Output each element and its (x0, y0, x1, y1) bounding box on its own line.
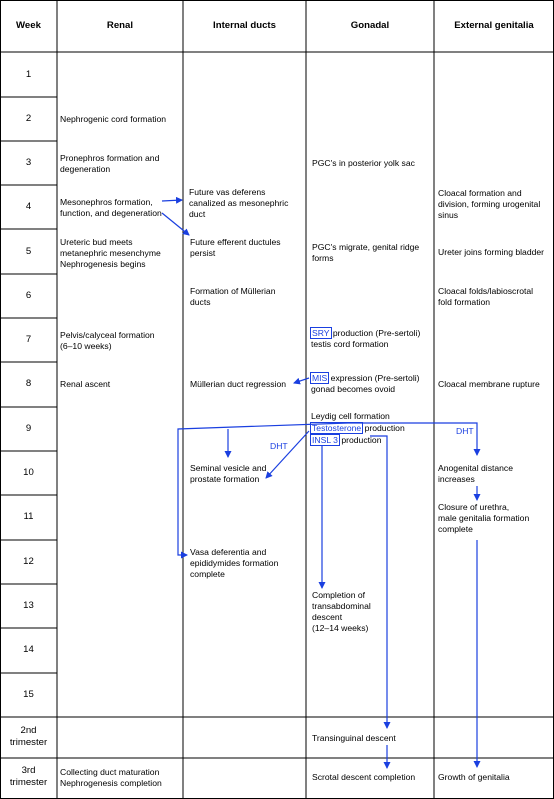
arrow-mis-to-mullerian (293, 377, 310, 385)
week-label: 11 (23, 511, 34, 522)
testosterone-box: Testosterone (309, 422, 364, 434)
internal-week4: Future vas deferens canalized as mesonep… (189, 187, 289, 219)
header-gonadal: Gonadal (350, 20, 390, 31)
week-label: 4 (25, 201, 32, 212)
renal-week2: Nephrogenic cord formation (60, 114, 167, 124)
gonadal-2nd-trimester: Transinguinal descent (312, 733, 396, 743)
dht-label-external: DHT (456, 426, 474, 436)
gonadal-week5: PGC's migrate, genital ridge forms (312, 242, 420, 263)
gonadal-week13: Completion of transabdominal descent (12… (312, 590, 371, 633)
header-external-genitalia: External genitalia (454, 20, 534, 31)
header-internal-ducts: Internal ducts (213, 20, 276, 31)
arrow-dht-to-anogenital (348, 422, 481, 456)
arrow-dht-to-prostate (265, 430, 310, 479)
arrow-insl3-to-transinguinal (370, 435, 391, 729)
week-label-3rd-trimester: 3rd trimester (9, 765, 48, 788)
header-renal: Renal (106, 20, 134, 31)
internal-week8: Müllerian duct regression (190, 379, 287, 389)
external-week4: Cloacal formation and division, forming … (438, 188, 541, 220)
internal-week6: Formation of Müllerian ducts (190, 286, 276, 307)
gonadal-week7: SRY production (Pre-sertoli) testis cord… (310, 327, 421, 349)
external-week6: Cloacal folds/labioscrotal fold formatio… (438, 286, 534, 307)
week-label: 6 (25, 290, 32, 301)
gonadal-3rd-trimester: Scrotal descent completion (312, 772, 416, 782)
gonadal-week9: Leydig cell formation Testosterone produ… (309, 411, 405, 446)
external-week10: Anogenital distance increases (438, 463, 514, 484)
week-label: 1 (25, 69, 32, 80)
week-label: 14 (23, 644, 34, 655)
insl3-box: INSL 3 (310, 434, 340, 446)
external-week5: Ureter joins forming bladder (438, 247, 545, 257)
renal-week4: Mesonephros formation, function, and deg… (60, 197, 162, 218)
arrow-mesonephros-to-vas (161, 196, 183, 204)
gonadal-week3: PGC's in posterior yolk sac (312, 158, 415, 168)
internal-week12: Vasa deferentia and epididymides formati… (190, 547, 279, 579)
arrow-layer (161, 196, 481, 769)
dht-label-internal: DHT (270, 441, 288, 451)
external-week11: Closure of urethra, male genitalia forma… (438, 502, 530, 534)
renal-week8: Renal ascent (60, 379, 111, 389)
week-label: 10 (23, 467, 34, 478)
renal-week7: Pelvis/calyceal formation (6–10 weeks) (60, 330, 155, 351)
sry-box: SRY (310, 327, 332, 339)
week-row-dividers (0, 96, 57, 674)
week-label: 12 (23, 556, 34, 567)
week-label: 13 (23, 600, 34, 611)
week-label: 5 (25, 246, 32, 257)
external-3rd-trimester: Growth of genitalia (438, 772, 510, 782)
renal-week5: Ureteric bud meets metanephric mesenchym… (60, 237, 161, 269)
renal-week3: Pronephros formation and degeneration (60, 153, 160, 174)
week-label: 9 (25, 423, 32, 434)
renal-3rd-trimester: Collecting duct maturation Nephrogenesis… (60, 767, 162, 788)
internal-week10: Seminal vesicle and prostate formation (190, 463, 267, 484)
week-label-2nd-trimester: 2nd trimester (9, 725, 48, 748)
mis-box: MIS (309, 372, 330, 384)
week-label: 3 (25, 157, 32, 168)
week-label: 7 (25, 334, 32, 345)
arrow-mesonephros-to-efferent (161, 212, 190, 236)
external-week8: Cloacal membrane rupture (438, 379, 540, 389)
header-week: Week (16, 20, 41, 31)
week-label: 2 (25, 113, 32, 124)
arrow-testosterone-to-vasa (177, 422, 349, 559)
gonadal-week8: MIS expression (Pre-sertoli) gonad becom… (309, 372, 420, 394)
week-label: 8 (25, 378, 32, 389)
internal-week5: Future efferent ductules persist (190, 237, 281, 258)
week-label: 15 (23, 689, 34, 700)
